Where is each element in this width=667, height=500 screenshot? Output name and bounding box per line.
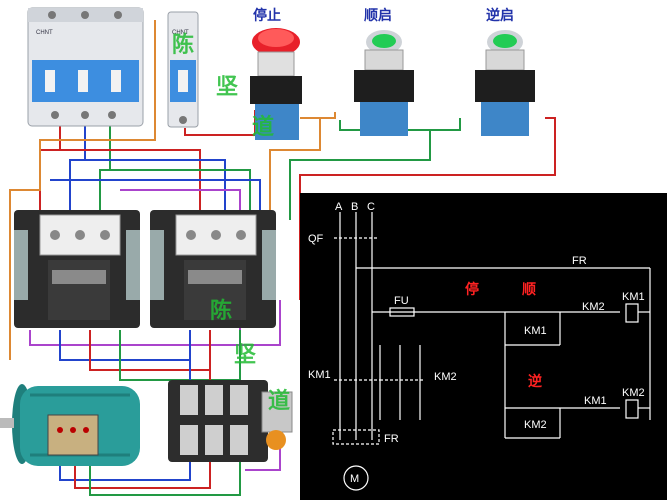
- screw-icon: [51, 111, 59, 119]
- forward-button-label: 顺启: [364, 7, 392, 24]
- screw-icon: [48, 11, 56, 19]
- wire-cross-4: [59, 330, 191, 361]
- watermark-char: 道: [268, 388, 290, 414]
- fr-heater-label: FR: [384, 433, 399, 445]
- screw-icon: [114, 11, 122, 19]
- stop-button-label: 停止: [253, 7, 281, 24]
- reverse-button-label: 逆启: [486, 7, 514, 24]
- wire-ctrl-return: [9, 20, 156, 360]
- fu-label: FU: [394, 295, 409, 307]
- km2-hold-label: KM2: [524, 419, 547, 431]
- contactor-km1: [14, 210, 140, 328]
- screw-icon: [81, 11, 89, 19]
- wire-rev-km: [289, 130, 431, 220]
- watermark-char: 道: [252, 114, 274, 140]
- fr-contact-label: FR: [572, 255, 587, 267]
- watermark-char: 陈: [172, 32, 194, 58]
- motor-shaft: [0, 418, 14, 428]
- control-breaker: CHNT: [167, 11, 199, 128]
- forward-contact-label: 顺: [522, 282, 536, 298]
- breaker-handle[interactable]: [178, 70, 188, 92]
- km1-coil-label: KM1: [622, 291, 645, 303]
- phase-b-label: B: [351, 201, 358, 213]
- wire-cross-5: [89, 330, 211, 371]
- wire-fwd-km: [269, 118, 321, 210]
- wire-l2-km2: [85, 159, 226, 210]
- km2-coil-label: KM2: [622, 387, 645, 399]
- contactor-km2: [150, 210, 276, 328]
- stop-button[interactable]: [250, 28, 302, 140]
- breaker-brand: CHNT: [36, 30, 53, 36]
- thermal-overload-relay: [168, 380, 293, 462]
- main-breaker: CHNT: [27, 7, 144, 127]
- motor: [0, 384, 140, 466]
- wire-l2: [69, 125, 86, 210]
- km2-interlock-label: KM2: [582, 301, 605, 313]
- breaker-handle[interactable]: [111, 70, 121, 92]
- screw-icon: [75, 230, 85, 240]
- wire-motor-1: [59, 460, 191, 481]
- wire-l3: [99, 125, 111, 210]
- wire-cross-6: [119, 330, 241, 381]
- km1-hold-label: KM1: [524, 325, 547, 337]
- km1-power-label: KM1: [308, 369, 331, 381]
- watermark-char: 坚: [216, 75, 238, 100]
- screw-icon: [81, 111, 89, 119]
- screw-icon: [179, 116, 187, 124]
- motor-label: M: [350, 473, 359, 485]
- stop-contact-label: 停: [465, 281, 479, 298]
- wire-cross-3: [29, 300, 281, 346]
- wire-stop-fwd: [300, 112, 336, 119]
- reset-dial[interactable]: [266, 430, 286, 450]
- screw-icon: [236, 230, 246, 240]
- reverse-contact-label: 逆: [528, 373, 542, 390]
- km2-power-label: KM2: [434, 371, 457, 383]
- screw-icon: [186, 230, 196, 240]
- km1-interlock-label: KM1: [584, 395, 607, 407]
- breaker-handle[interactable]: [78, 70, 88, 92]
- watermark: 陈 坚 道 陈 坚 道: [172, 32, 290, 414]
- watermark-char: 陈: [210, 298, 232, 324]
- wire-l3-km2: [110, 169, 251, 210]
- schematic-panel: A B C QF FU FR 停 顺 逆 KM2 KM1 KM1 KM1 KM2…: [300, 193, 667, 500]
- breaker-handle[interactable]: [45, 70, 55, 92]
- watermark-char: 坚: [234, 343, 256, 368]
- wire-motor-2: [74, 460, 211, 489]
- wire-fr-aux: [245, 440, 281, 471]
- wire-l1: [39, 125, 61, 210]
- screw-icon: [211, 230, 221, 240]
- phase-a-label: A: [335, 201, 343, 213]
- wire-motor-3: [89, 460, 241, 496]
- screw-icon: [50, 230, 60, 240]
- forward-button[interactable]: [354, 30, 414, 136]
- screw-icon: [108, 111, 116, 119]
- screw-icon: [100, 230, 110, 240]
- qf-label: QF: [308, 233, 324, 245]
- phase-c-label: C: [367, 201, 375, 213]
- breaker-brand-small: CHNT: [172, 30, 189, 36]
- reverse-button[interactable]: [475, 30, 535, 136]
